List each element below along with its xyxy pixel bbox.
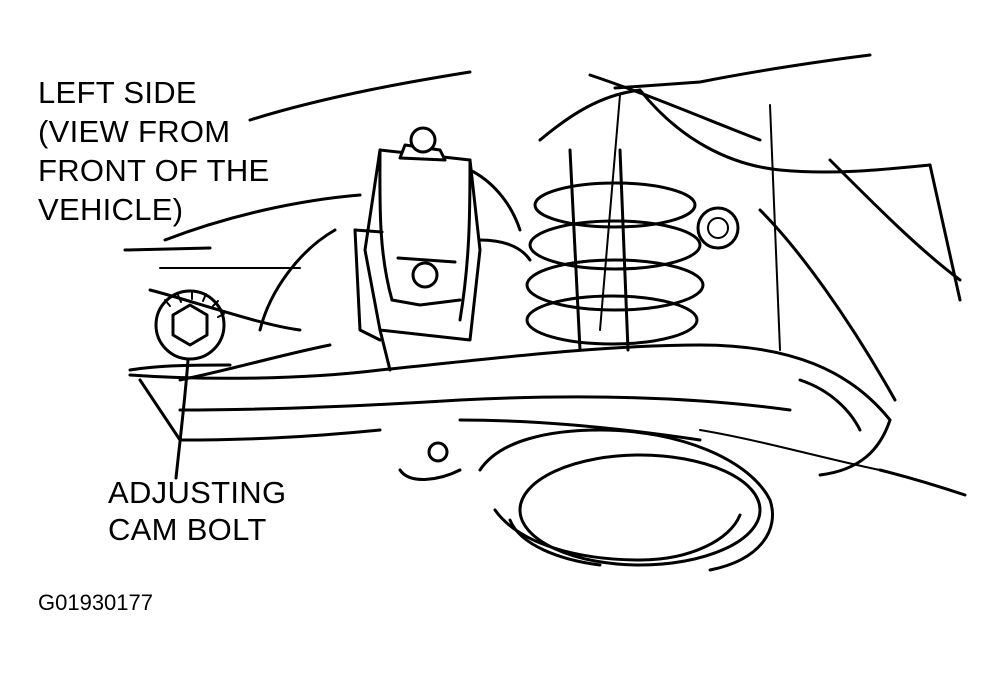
adjusting-cam-bolt <box>154 289 226 361</box>
coil-spring <box>525 148 740 352</box>
callout-label-line1: ADJUSTING <box>108 475 287 510</box>
view-label-line2: (VIEW FROM <box>38 114 231 149</box>
view-label-line3: FRONT OF THE <box>38 153 270 188</box>
knuckle-housing <box>478 428 967 572</box>
figure-id: G01930177 <box>38 590 153 615</box>
frame-member <box>128 288 332 382</box>
stabilizer-link <box>258 228 337 332</box>
callout-label-line2: CAM BOLT <box>108 512 267 547</box>
callout-leader-line <box>174 358 190 480</box>
view-label-line1: LEFT SIDE <box>38 75 197 110</box>
view-label-line4: VEHICLE) <box>38 192 184 227</box>
stabilizer-bushing-bracket <box>353 126 532 342</box>
vehicle-body-outline <box>123 53 962 402</box>
lower-control-arm <box>128 328 892 481</box>
